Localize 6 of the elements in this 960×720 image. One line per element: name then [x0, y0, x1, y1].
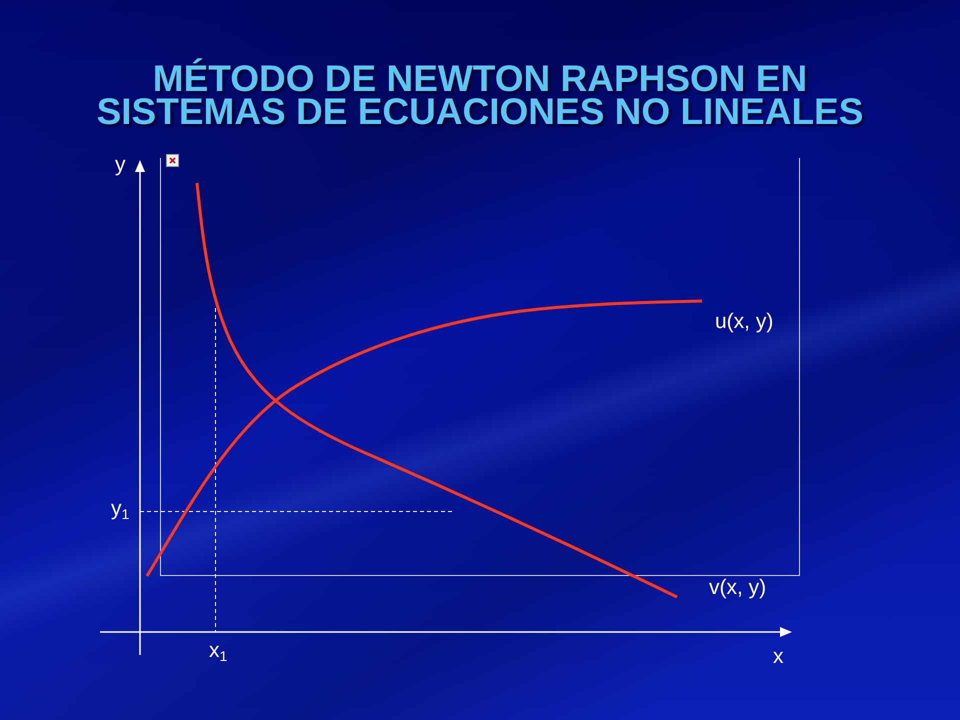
curve-label: v(x, y)	[709, 577, 766, 598]
tick-label: y$_{1}$	[111, 498, 130, 519]
axis-label: x	[773, 646, 784, 667]
axis-label: y	[115, 154, 126, 175]
tick-label: x$_{1}$	[209, 640, 228, 661]
curve-label: u(x, y)	[715, 311, 774, 332]
